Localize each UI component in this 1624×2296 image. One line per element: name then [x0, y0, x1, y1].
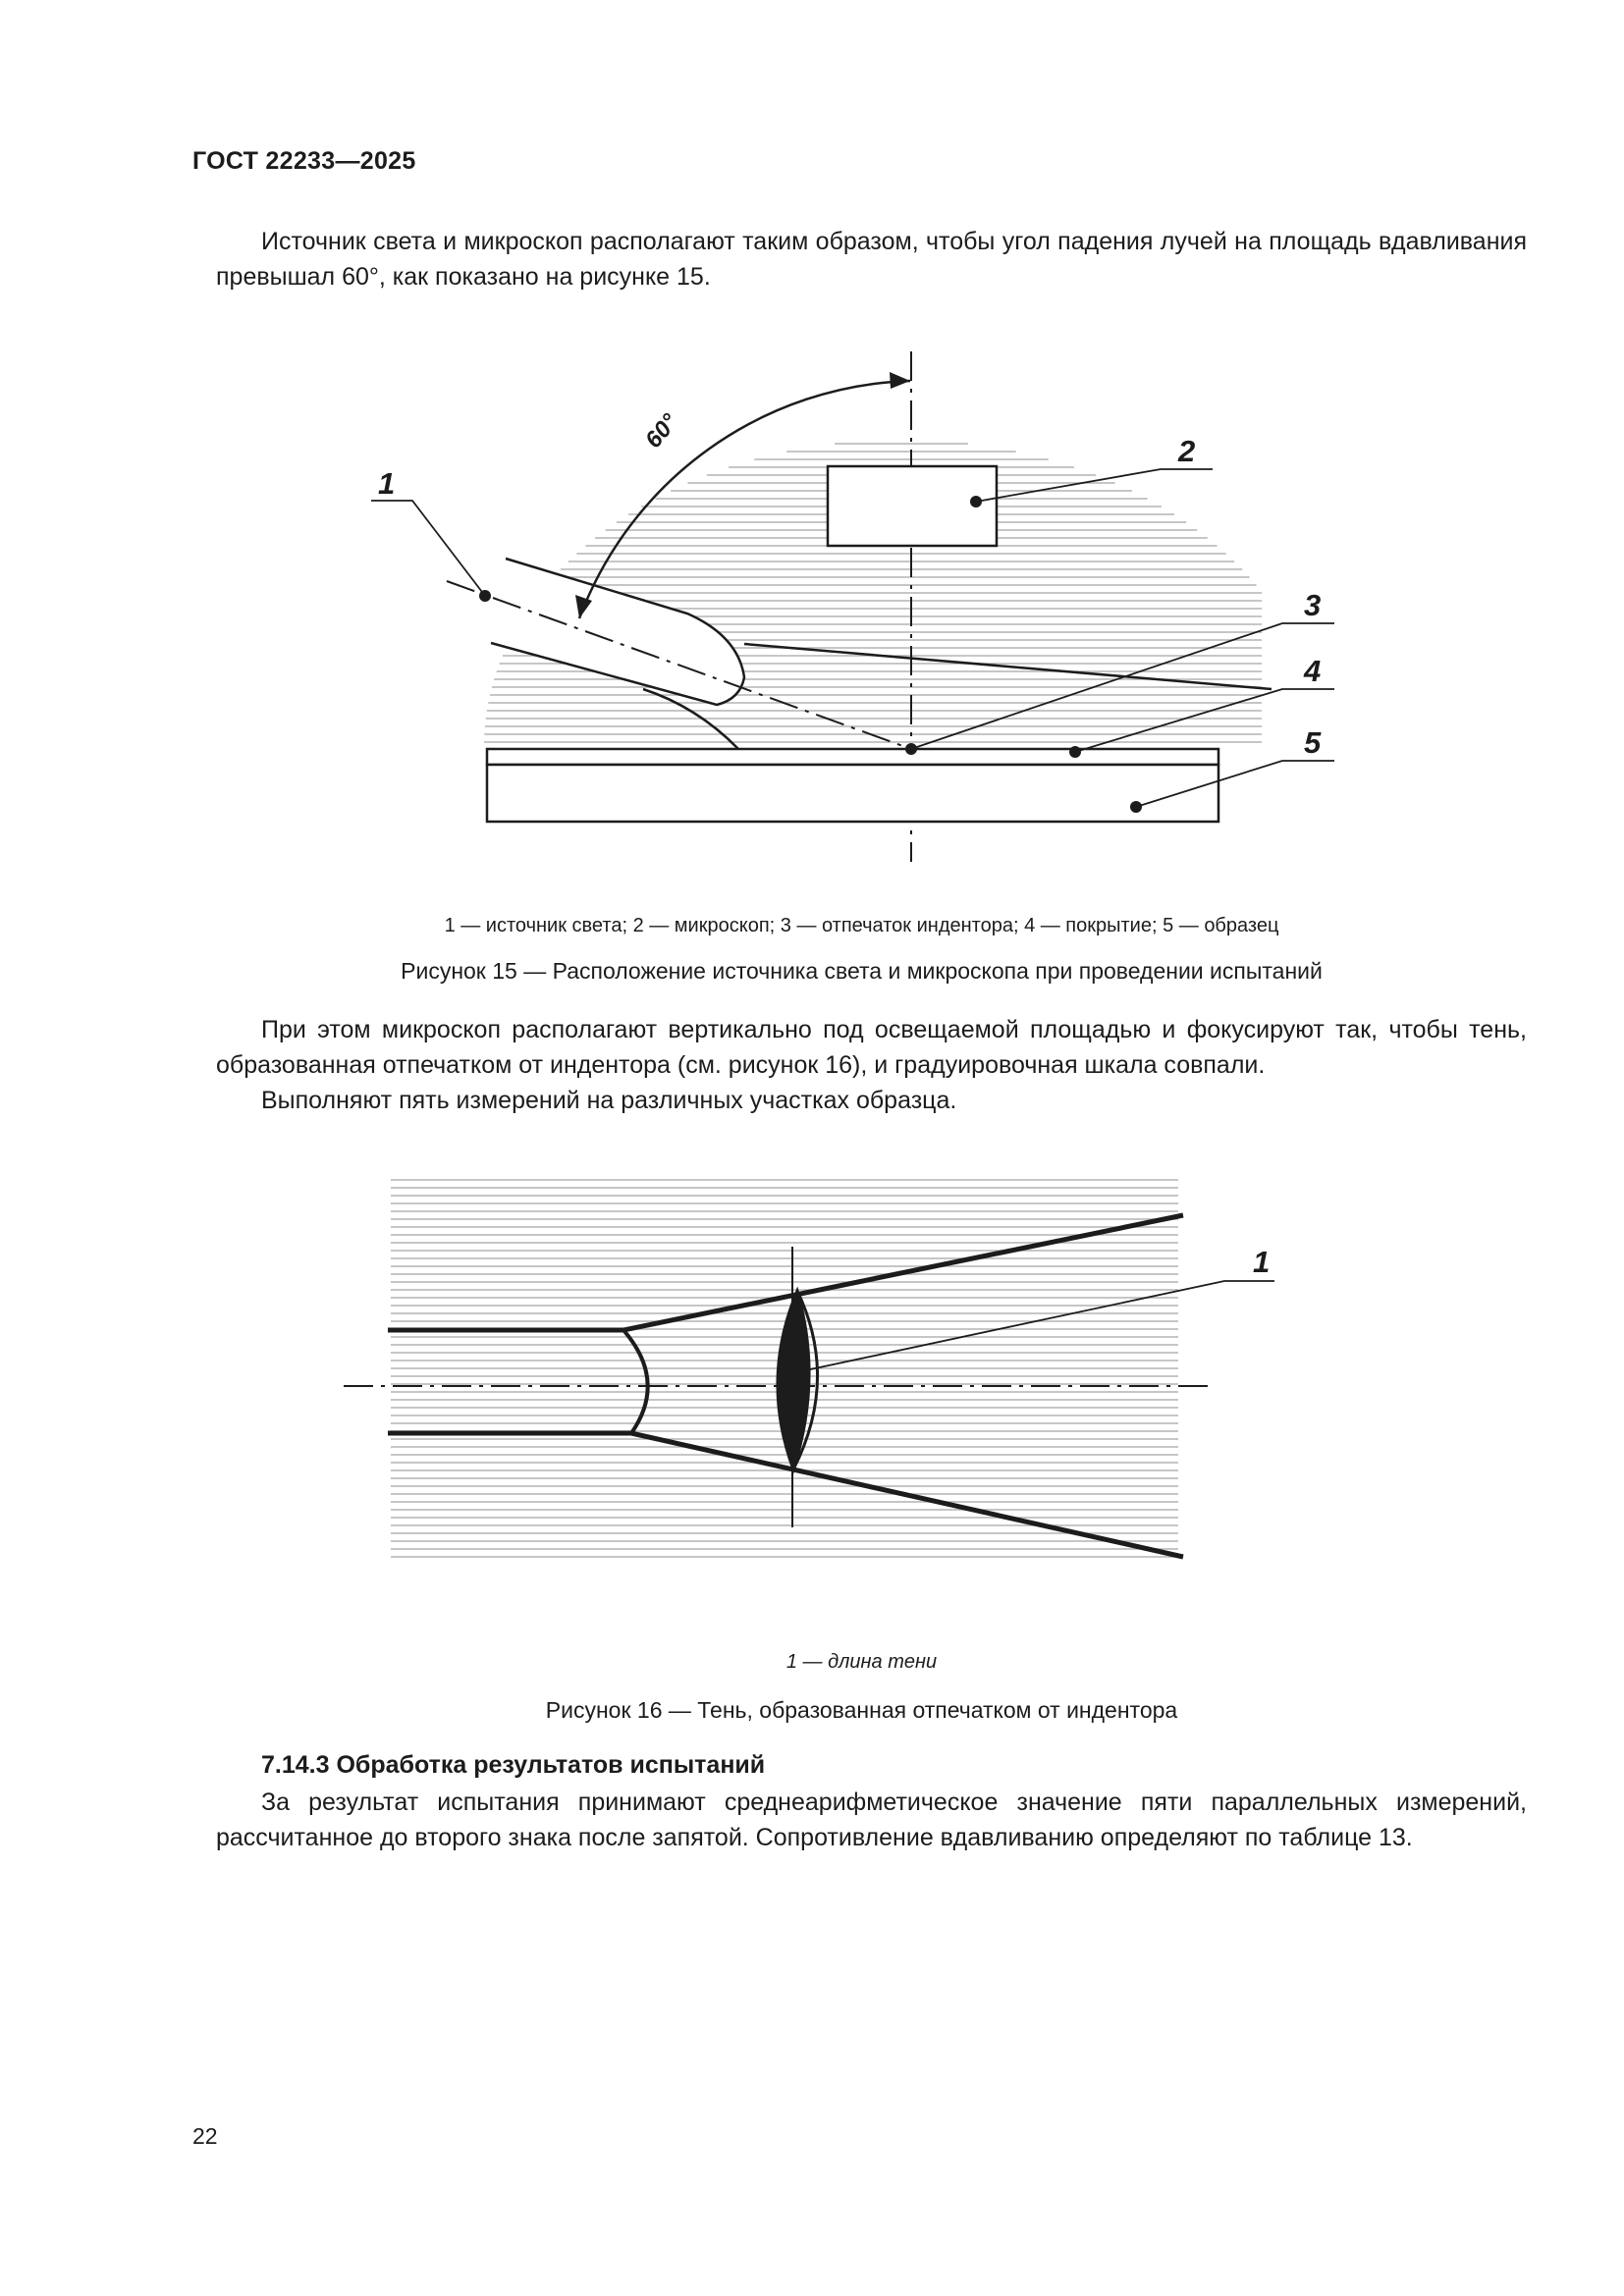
callout-4-dot [1069, 746, 1081, 758]
callout-1-dot [479, 590, 491, 602]
reflected-ray [743, 642, 1272, 691]
callout-3-label: 3 [1304, 588, 1321, 622]
callout-4-leader [1074, 688, 1334, 753]
callout-5-dot [1130, 801, 1142, 813]
indenter-upper-edge [388, 1212, 1184, 1333]
body-paragraph-1: При этом микроскоп располагают вертикаль… [216, 1012, 1527, 1083]
figure-15-legend: 1 — источник света; 2 — микроскоп; 3 — о… [444, 915, 1279, 936]
intro-text: Источник света и микроскоп располагают т… [216, 228, 1527, 291]
light-source-base [642, 687, 739, 750]
light-source-body [490, 557, 746, 707]
body-paragraph-2: Выполняют пять измерений на различных уч… [216, 1083, 1527, 1118]
figure-16-hatching [391, 1179, 1178, 1558]
figure-15-dots [479, 496, 1142, 813]
intro-paragraph: Источник света и микроскоп располагают т… [216, 224, 1527, 294]
section-heading: 7.14.3 Обработка результатов испытаний [261, 1751, 766, 1779]
indenter-concave-end [622, 1328, 650, 1435]
body-text-1: При этом микроскоп располагают вертикаль… [216, 1016, 1527, 1079]
angle-label: 60° [640, 408, 683, 453]
figure-15-hatching [484, 443, 1262, 743]
angle-arrow-top [890, 372, 910, 389]
page-number: 22 [192, 2123, 218, 2149]
document-header: ГОСТ 22233—2025 [192, 147, 416, 175]
callout-16-1-dot [794, 1364, 808, 1378]
callout-5-leader [1135, 760, 1334, 808]
figure-16-title: Рисунок 16 — Тень, образованная отпечатк… [545, 1697, 1178, 1723]
callout-3-dot [905, 743, 917, 755]
callout-3-leader [910, 622, 1334, 750]
figure-16-drawing [344, 1212, 1274, 1560]
incident-ray [446, 580, 912, 750]
callout-2-leader [975, 468, 1213, 503]
callout-16-1-label: 1 [1253, 1245, 1270, 1279]
figure-15-drawing [371, 351, 1334, 862]
callout-1-leader [371, 500, 486, 597]
callout-2-label: 2 [1177, 434, 1195, 468]
callout-5-label: 5 [1304, 725, 1322, 760]
coating-layer [485, 747, 1220, 767]
callout-1-label: 1 [378, 466, 395, 501]
angle-arc [577, 379, 911, 619]
section-paragraph: За результат испытания принимают среднеа… [216, 1785, 1527, 1855]
figure-15-title: Рисунок 15 — Расположение источника свет… [401, 958, 1323, 984]
callout-4-label: 4 [1303, 654, 1321, 688]
callout-16-1-leader [800, 1280, 1274, 1372]
callout-2-dot [970, 496, 982, 507]
angle-arrow-bottom [575, 595, 592, 618]
shadow-outline [791, 1290, 820, 1470]
microscope-box [826, 464, 999, 548]
figure-16-legend: 1 — длина тени [192, 1651, 1531, 1674]
section-text: За результат испытания принимают среднеа… [216, 1789, 1527, 1851]
indenter-lower-edge [388, 1430, 1184, 1560]
figure-16-legend-text: 1 — длина тени [785, 1651, 938, 1673]
shadow-lens [776, 1286, 811, 1474]
body-text-2: Выполняют пять измерений на различных уч… [261, 1087, 957, 1114]
sample-block [485, 763, 1220, 824]
